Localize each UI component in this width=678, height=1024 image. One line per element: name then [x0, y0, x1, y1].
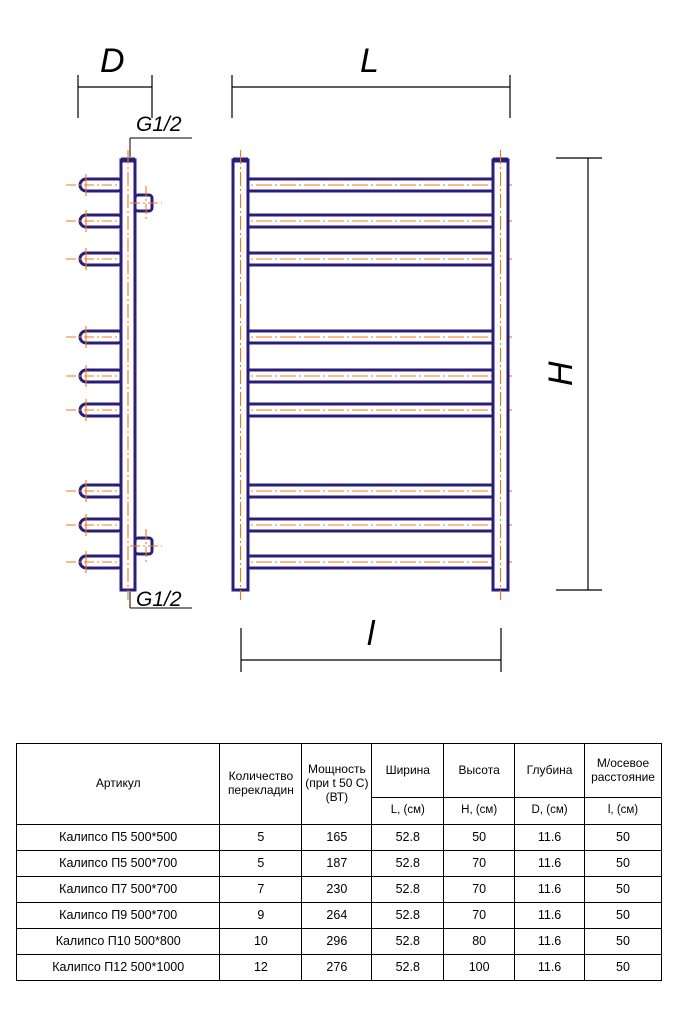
front-rung [232, 177, 512, 193]
cell-power: 276 [301, 954, 373, 981]
front-rung [232, 213, 512, 229]
side-rung [66, 174, 126, 196]
front-view [231, 150, 512, 600]
cell-rungs: 5 [219, 824, 303, 851]
cell-height: 80 [443, 928, 516, 955]
cell-axial: 50 [584, 850, 662, 877]
cell-width: 52.8 [371, 850, 445, 877]
front-rung [232, 517, 512, 533]
cell-rungs: 5 [219, 850, 303, 877]
header-axial: М/осевое расстояние [584, 743, 662, 798]
dimension-d [77, 75, 153, 118]
cell-width: 52.8 [371, 928, 445, 955]
cell-height: 70 [443, 902, 516, 929]
cell-power: 264 [301, 902, 373, 929]
cell-depth: 11.6 [514, 824, 586, 851]
dimension-axial [240, 628, 502, 672]
cell-height: 50 [443, 824, 516, 851]
cell-depth: 11.6 [514, 876, 586, 903]
side-rung [66, 480, 126, 502]
cell-width: 52.8 [371, 954, 445, 981]
header-rungs: Количество перекладин [219, 743, 303, 825]
front-rung [232, 329, 512, 345]
cell-article: Калипсо П5 500*500 [15, 824, 221, 851]
cell-article: Калипсо П7 500*700 [15, 876, 221, 903]
front-rung [232, 483, 512, 499]
dimension-h-label: H [542, 361, 580, 386]
dimension-axial-label: l [367, 615, 376, 653]
thread-leader-top [129, 137, 192, 157]
cell-depth: 11.6 [514, 954, 586, 981]
unit-depth: D, (см) [514, 797, 586, 825]
cell-article: Калипсо П10 500*800 [15, 928, 221, 955]
table-row: Калипсо П10 500*800 10 296 52.8 80 11.6 … [15, 928, 662, 955]
header-article: Артикул [15, 743, 221, 825]
header-power: Мощность (при t 50 С) (ВТ) [301, 743, 373, 825]
side-view [66, 150, 162, 600]
table-row: Калипсо П9 500*700 9 264 52.8 70 11.6 50 [15, 902, 662, 929]
side-inlet-bottom [130, 529, 162, 563]
front-rung [232, 368, 512, 384]
dimension-l [231, 75, 511, 118]
towel-rail-technical-drawing: D L H l G1/2 G1/2 [66, 42, 602, 672]
cell-depth: 11.6 [514, 902, 586, 929]
cell-axial: 50 [584, 876, 662, 903]
side-rung [66, 326, 126, 348]
cell-height: 70 [443, 876, 516, 903]
thread-bottom-label: G1/2 [136, 588, 182, 611]
cell-rungs: 12 [219, 954, 303, 981]
cell-depth: 11.6 [514, 850, 586, 877]
cell-power: 165 [301, 824, 373, 851]
cell-power: 296 [301, 928, 373, 955]
cell-width: 52.8 [371, 824, 445, 851]
cell-width: 52.8 [371, 876, 445, 903]
header-depth: Глубина [514, 743, 586, 798]
table-row: Калипсо П7 500*700 7 230 52.8 70 11.6 50 [15, 876, 662, 903]
front-rung [232, 251, 512, 267]
thread-leader-bottom [129, 592, 192, 609]
header-width: Ширина [371, 743, 445, 798]
unit-height: H, (см) [443, 797, 516, 825]
cell-article: Калипсо П9 500*700 [15, 902, 221, 929]
cell-axial: 50 [584, 902, 662, 929]
front-rung [232, 402, 512, 418]
dimension-l-label: L [360, 42, 379, 80]
dimension-h [556, 157, 602, 591]
side-inlet-top [130, 186, 162, 220]
cell-article: Калипсо П12 500*1000 [15, 954, 221, 981]
cell-depth: 11.6 [514, 928, 586, 955]
front-rung [232, 554, 512, 570]
cell-power: 187 [301, 850, 373, 877]
side-rung [66, 399, 126, 421]
side-rung [66, 514, 126, 536]
cell-rungs: 9 [219, 902, 303, 929]
cell-axial: 50 [584, 824, 662, 851]
spec-table: Артикул Количество перекладин Мощность (… [15, 743, 662, 981]
cell-height: 100 [443, 954, 516, 981]
cell-axial: 50 [584, 954, 662, 981]
unit-axial: l, (см) [584, 797, 662, 825]
cell-rungs: 7 [219, 876, 303, 903]
cell-height: 70 [443, 850, 516, 877]
table-row: Калипсо П5 500*500 5 165 52.8 50 11.6 50 [15, 824, 662, 851]
thread-top-label: G1/2 [136, 113, 182, 136]
unit-width: L, (см) [371, 797, 445, 825]
header-height: Высота [443, 743, 516, 798]
dimension-d-label: D [100, 42, 125, 80]
table-row: Калипсо П12 500*1000 12 276 52.8 100 11.… [15, 954, 662, 981]
cell-width: 52.8 [371, 902, 445, 929]
side-rung [66, 551, 126, 573]
side-rung [66, 210, 126, 232]
side-rung [66, 248, 126, 270]
cell-rungs: 10 [219, 928, 303, 955]
cell-axial: 50 [584, 928, 662, 955]
cell-power: 230 [301, 876, 373, 903]
table-row: Калипсо П5 500*700 5 187 52.8 70 11.6 50 [15, 850, 662, 877]
side-rung [66, 365, 126, 387]
cell-article: Калипсо П5 500*700 [15, 850, 221, 877]
